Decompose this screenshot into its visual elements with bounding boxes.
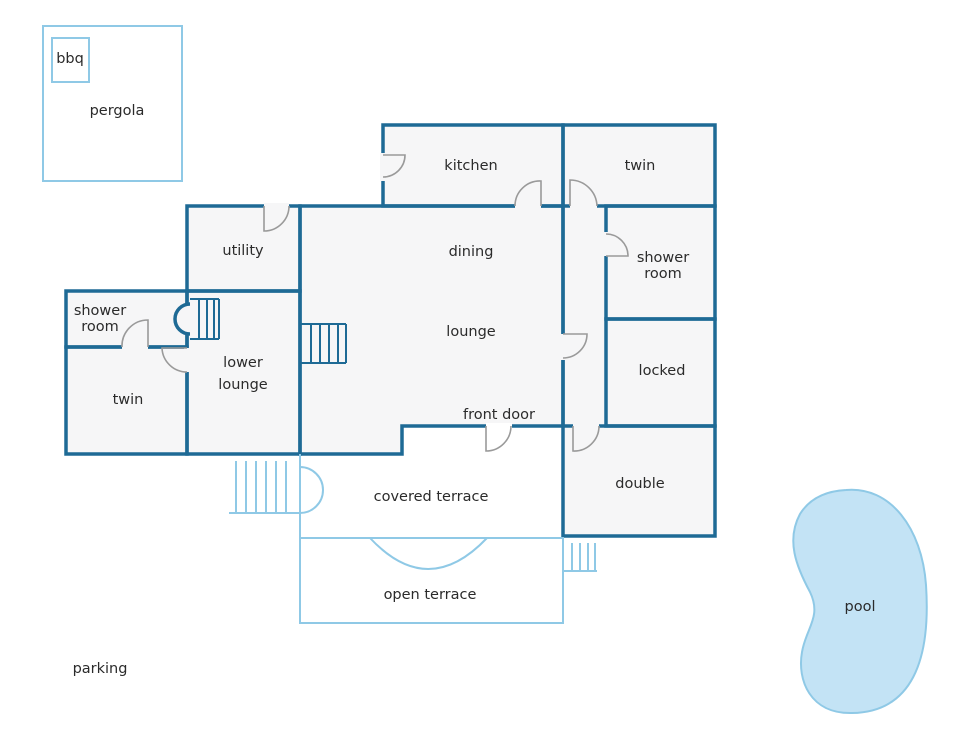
lower-lounge-label-2: lounge [218,377,267,393]
double-floor [563,426,715,536]
pergola-outline [42,25,183,182]
double-label: double [615,476,664,492]
twin-left-door [161,347,188,373]
parking-label: parking [73,661,128,677]
shower-left-label-1: shower [74,303,126,319]
open-terrace-label: open terrace [384,587,477,603]
terrace-arc [369,537,488,570]
shower-right-floor [606,206,715,319]
dining-label: dining [449,244,494,260]
stairs-exterior-east [563,543,597,572]
utility-door [263,205,290,232]
kitchen-door [514,180,542,207]
twin-top-label: twin [625,158,656,174]
shower-right-label-1: shower [637,250,689,266]
front-door-label: front door [463,407,535,423]
shower-left-door [121,319,149,348]
twin-top-door [569,179,598,207]
kitchen-label: kitchen [444,158,497,174]
double-walls [561,424,717,538]
stairs-lounge [300,323,347,364]
covered-terrace-label: covered terrace [374,489,489,505]
front-door [485,425,512,452]
bbq-outline [51,37,90,83]
room-fills [66,125,715,536]
twin-left-floor [66,347,187,454]
locked-label: locked [639,363,686,379]
stairs-lower-lounge [190,298,220,340]
pool-label: pool [845,599,876,615]
shower-left-label-2: room [81,319,119,335]
labels: bbq pergola kitchen twin utility dining … [56,51,875,677]
doors [121,153,629,452]
pergola-area [42,25,183,182]
twin-left-label: twin [113,392,144,408]
shower-left-floor [66,291,187,347]
terraces [299,454,564,624]
shower-right-label-2: room [644,266,682,282]
kitchen-floor [383,125,563,206]
lower-lounge-label-1: lower [223,355,263,371]
utility-label: utility [222,243,264,259]
stairs [190,298,597,572]
shower-right-door [605,233,629,257]
lounge-floor [300,206,563,454]
stairs-exterior-west [229,461,324,514]
lower-lounge-floor [187,291,300,454]
kitchen-side-door [382,154,406,178]
pool-shape [792,488,928,715]
locked-floor [606,319,715,426]
double-door [572,425,600,452]
corridor-door [562,333,588,359]
bbq-label: bbq [56,51,84,67]
pergola-label: pergola [90,103,145,119]
utility-floor [187,206,300,291]
landing-arc [173,302,191,336]
open-terrace-outline [299,537,564,624]
twin-top-floor [563,125,715,206]
corridor-floor [563,206,606,426]
lounge-label: lounge [446,324,495,340]
